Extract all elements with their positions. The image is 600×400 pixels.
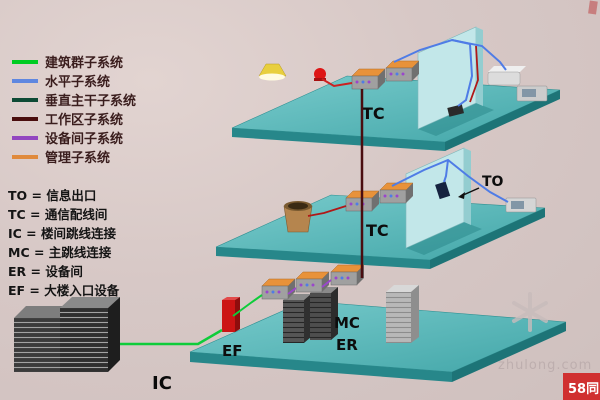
computer-device-top [516, 85, 548, 102]
label-tc-middle: TC [366, 221, 389, 240]
cable-horizontal-middle [391, 158, 509, 203]
cable-green-campus [120, 328, 223, 346]
legend-label-work-area: 工作区子系统 [45, 113, 124, 128]
legend-color-equipment-room [12, 135, 38, 140]
corner-badge-text: 58同 [568, 382, 599, 397]
ceiling-lamp-icon [258, 63, 287, 81]
floor-bottom: MC ER EF [189, 264, 567, 382]
wall-phone-device [435, 181, 451, 200]
floor-top: TC [231, 26, 561, 151]
computer-device-middle [505, 197, 537, 213]
watermark-text: zhulong.com [498, 358, 592, 373]
floor-middle-front-edge [216, 247, 430, 269]
legend-color-building-group [12, 59, 38, 64]
label-ic: IC [152, 373, 172, 394]
cable-work-area-top-right [469, 45, 479, 103]
patch-panel-mid-d [379, 182, 414, 204]
patch-panel-bot-f [295, 271, 330, 293]
legend-color-vertical-backbone [12, 97, 38, 102]
legend-color-management [12, 154, 38, 159]
cable-work-area-middle [307, 205, 347, 217]
abbreviation-list: TO = 信息出口 TC = 通信配线间 IC = 楼间跳线连接 MC = 主跳… [8, 186, 119, 300]
floor-bottom-front-edge [190, 352, 452, 382]
watermark-logo-icon [512, 292, 548, 332]
legend-item-equipment-room: 设备间子系统 [12, 128, 136, 147]
cable-purple-equipment-2 [321, 279, 332, 288]
legend-item-vertical-backbone: 垂直主干子系统 [12, 90, 136, 109]
corner-badge: 58同 [563, 373, 600, 400]
cable-horizontal-middle-branch [443, 159, 449, 183]
cable-horizontal-top-branch [451, 39, 474, 107]
legend-item-building-group: 建筑群子系统 [12, 52, 136, 71]
floor-middle-wall-shadow [406, 222, 482, 255]
server-tower-1 [283, 294, 311, 343]
label-mc: MC [334, 314, 360, 332]
floor-middle-right-edge [430, 208, 545, 269]
legend-label-vertical-backbone: 垂直主干子系统 [45, 94, 137, 109]
patch-panel-top-b [385, 60, 420, 82]
legend: 建筑群子系统 水平子系统 垂直主干子系统 工作区子系统 设备间子系统 管理子系统 [12, 52, 136, 166]
floor-middle-wall-side [464, 148, 471, 225]
server-tower-2 [310, 287, 338, 340]
label-er: ER [336, 336, 358, 354]
label-ef: EF [222, 342, 243, 360]
label-tc-top: TC [362, 104, 385, 123]
cable-purple-equipment-1 [287, 287, 297, 295]
label-to: TO [482, 174, 504, 190]
floor-top-right-edge [445, 90, 560, 151]
camera-device [447, 104, 465, 117]
floor-bottom-right-edge [452, 322, 566, 382]
legend-label-horizontal: 水平子系统 [45, 75, 111, 90]
abbr-ic: IC = 楼间跳线连接 [8, 226, 117, 241]
abbr-ef: EF = 大楼入口设备 [8, 283, 120, 298]
corner-mark [588, 0, 598, 15]
legend-item-work-area: 工作区子系统 [12, 109, 136, 128]
building [14, 297, 120, 372]
legend-label-equipment-room: 设备间子系统 [45, 132, 124, 147]
legend-item-horizontal: 水平子系统 [12, 71, 136, 90]
floor-top-front-edge [232, 128, 445, 151]
printer-device [487, 66, 526, 86]
paint-bucket [283, 201, 313, 233]
cable-green-to-panels [232, 294, 263, 317]
legend-label-management: 管理子系统 [45, 151, 111, 166]
legend-item-management: 管理子系统 [12, 147, 136, 166]
abbr-tc: TC = 通信配线间 [8, 207, 108, 222]
legend-color-horizontal [12, 78, 38, 83]
to-arrow [458, 187, 480, 199]
abbr-to: TO = 信息出口 [8, 188, 97, 203]
patch-panel-top-a [351, 68, 386, 90]
floor-middle: TC TO [215, 147, 546, 269]
equipment-rack [386, 285, 419, 343]
floor-top-wall-shadow [418, 103, 494, 136]
patch-panel-bot-g [330, 264, 365, 286]
legend-label-building-group: 建筑群子系统 [45, 56, 124, 71]
cable-work-area-top [321, 78, 353, 88]
fire-alarm-icon [314, 68, 326, 81]
abbr-mc: MC = 主跳线连接 [8, 245, 112, 260]
watermark: zhulong.com [498, 292, 592, 373]
patch-panel-bot-e [261, 278, 296, 300]
abbr-er: ER = 设备间 [8, 264, 83, 279]
legend-color-work-area [12, 116, 38, 121]
ef-entrance-box [222, 297, 240, 332]
